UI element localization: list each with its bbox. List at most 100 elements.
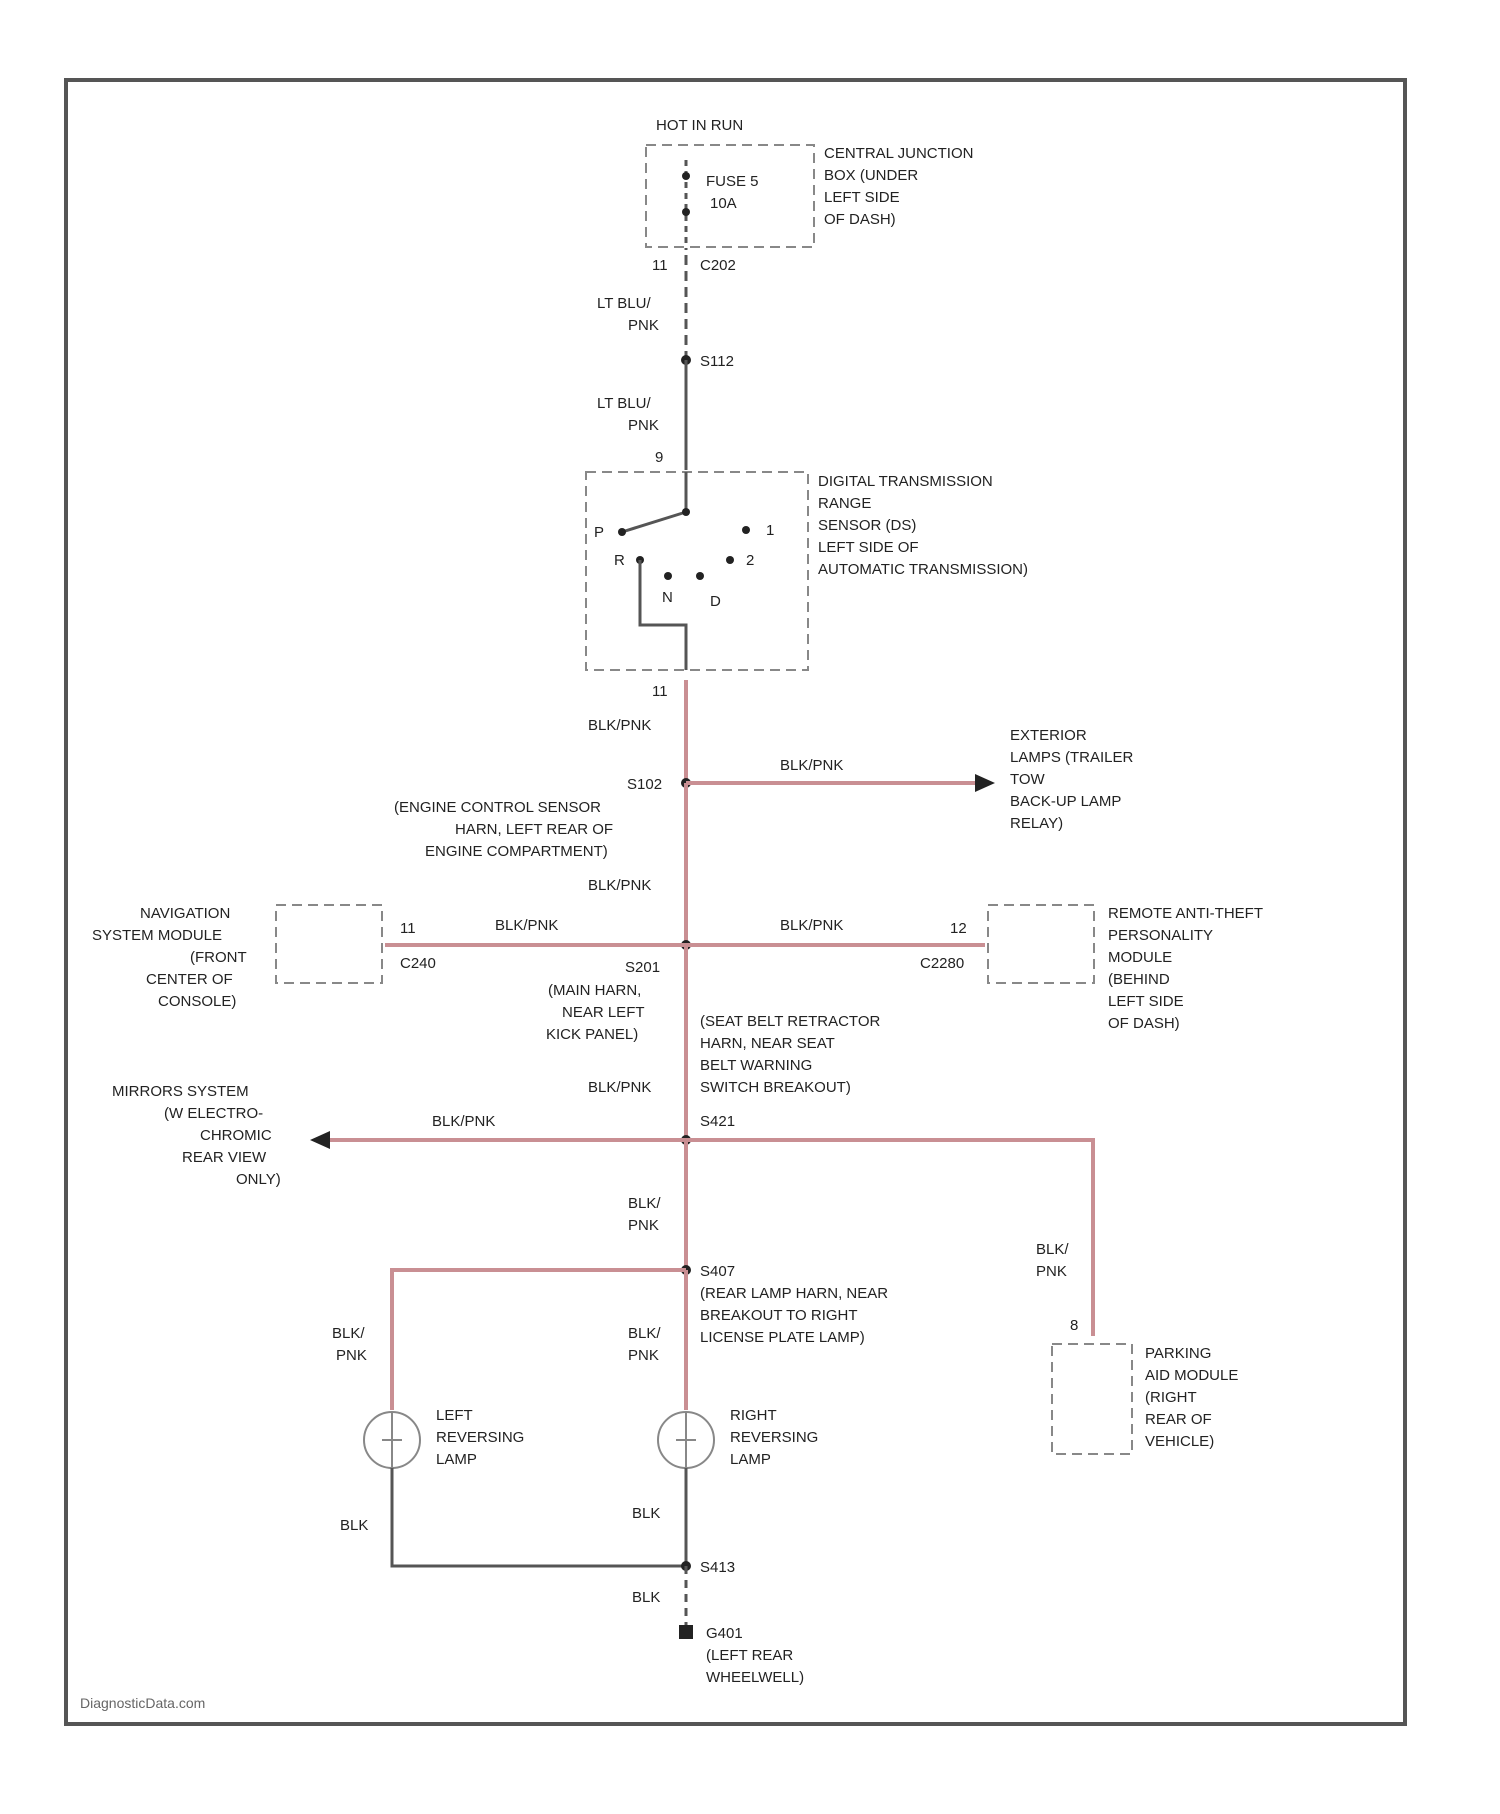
parking-label-2: AID MODULE (1145, 1367, 1238, 1384)
s102-note-1: (ENGINE CONTROL SENSOR (394, 799, 601, 816)
wire-blkpnk-ext: BLK/PNK (780, 757, 843, 774)
exterior-label-1: EXTERIOR (1010, 727, 1087, 744)
fuse-terminal-bottom (682, 208, 690, 216)
g401-label: G401 (706, 1625, 743, 1642)
diagram-frame (66, 80, 1405, 1724)
dtr-label-1: DIGITAL TRANSMISSION (818, 473, 993, 490)
mirrors-label-3: CHROMIC (200, 1127, 272, 1144)
dtr-pos-d: D (710, 593, 721, 610)
exterior-label-3: TOW (1010, 771, 1046, 788)
dtr-pos-p: P (594, 524, 604, 541)
s407-label: S407 (700, 1263, 735, 1280)
g401-note-1: (LEFT REAR (706, 1647, 793, 1664)
nav-module-box (276, 905, 382, 983)
c202-label: C202 (700, 257, 736, 274)
s201-note-2: NEAR LEFT (562, 1004, 645, 1021)
dtr-pos-2: 2 (746, 552, 754, 569)
s112-label: S112 (700, 353, 734, 370)
fuse-name: FUSE 5 (706, 173, 759, 190)
seatbelt-note-3: BELT WARNING (700, 1057, 812, 1074)
s201-note-1: (MAIN HARN, (548, 982, 641, 999)
dtr-r-path (640, 560, 686, 670)
exterior-label-4: BACK-UP LAMP (1010, 793, 1121, 810)
right-lamp-label-3: LAMP (730, 1451, 771, 1468)
rap-label-2: PERSONALITY (1108, 927, 1213, 944)
parking-aid-box (1052, 1344, 1132, 1454)
dtr-sensor-box (586, 472, 808, 670)
left-lamp-label-3: LAMP (436, 1451, 477, 1468)
s421-label: S421 (700, 1113, 735, 1130)
s407-note-1: (REAR LAMP HARN, NEAR (700, 1285, 888, 1302)
left-lamp-filament (382, 1412, 402, 1468)
s201-note-3: KICK PANEL) (546, 1026, 638, 1043)
wire-ltblu-1: LT BLU/ (597, 295, 651, 312)
rap-label-3: MODULE (1108, 949, 1172, 966)
nav-label-2: SYSTEM MODULE (92, 927, 222, 944)
dtr-contact-2 (726, 556, 734, 564)
parking-label-5: VEHICLE) (1145, 1433, 1214, 1450)
wire-blk-g401: BLK (632, 1589, 660, 1606)
hot-in-run-label: HOT IN RUN (656, 117, 743, 134)
wire-pnk-parking: PNK (1036, 1263, 1067, 1280)
nav-label-4: CENTER OF (146, 971, 233, 988)
s102-note-2: HARN, LEFT REAR OF (455, 821, 613, 838)
dtr-pin-in: 9 (655, 449, 663, 466)
nav-label-3: (FRONT (190, 949, 247, 966)
dtr-contact-d (696, 572, 704, 580)
rap-label-1: REMOTE ANTI-THEFT (1108, 905, 1263, 922)
seatbelt-note-4: SWITCH BREAKOUT) (700, 1079, 851, 1096)
watermark: DiagnosticData.com (80, 1695, 205, 1711)
exterior-label-5: RELAY) (1010, 815, 1063, 832)
wire-pnk-2: PNK (628, 417, 659, 434)
parking-label-1: PARKING (1145, 1345, 1211, 1362)
fuse-terminal-top (682, 172, 690, 180)
dtr-contact-p (618, 528, 626, 536)
mirrors-label-5: ONLY) (236, 1171, 281, 1188)
dtr-contact-n (664, 572, 672, 580)
wire-pnk-left: PNK (336, 1347, 367, 1364)
c202-pin: 11 (652, 257, 668, 274)
exterior-label-2: LAMPS (TRAILER (1010, 749, 1134, 766)
nav-label-5: CONSOLE) (158, 993, 236, 1010)
s102-label: S102 (627, 776, 662, 793)
s407-note-3: LICENSE PLATE LAMP) (700, 1329, 865, 1346)
c240-pin: 11 (400, 920, 416, 937)
mirrors-label-2: (W ELECTRO- (164, 1105, 263, 1122)
central-junction-label-4: OF DASH) (824, 211, 896, 228)
wire-blkpnk-1: BLK/PNK (588, 717, 651, 734)
right-lamp-label-2: REVERSING (730, 1429, 818, 1446)
s102-note-3: ENGINE COMPARTMENT) (425, 843, 608, 860)
mirrors-label-4: REAR VIEW (182, 1149, 267, 1166)
dtr-pos-n: N (662, 589, 673, 606)
rap-label-5: LEFT SIDE (1108, 993, 1184, 1010)
right-lamp-label-1: RIGHT (730, 1407, 777, 1424)
dtr-pos-r: R (614, 552, 625, 569)
wire-blk-parking: BLK/ (1036, 1241, 1069, 1258)
left-lamp-label-1: LEFT (436, 1407, 473, 1424)
dtr-label-4: LEFT SIDE OF (818, 539, 919, 556)
dtr-pos-1: 1 (766, 522, 774, 539)
fuse-rating: 10A (710, 195, 737, 212)
parking-label-4: REAR OF (1145, 1411, 1212, 1428)
wire-blk-left-ground: BLK (340, 1517, 368, 1534)
g401-note-2: WHEELWELL) (706, 1669, 804, 1686)
wire-pnk-trunk: PNK (628, 1217, 659, 1234)
g401-ground-icon (679, 1625, 693, 1639)
mirrors-label-1: MIRRORS SYSTEM (112, 1083, 249, 1100)
exterior-arrow (975, 774, 995, 792)
dtr-label-5: AUTOMATIC TRANSMISSION) (818, 561, 1028, 578)
wire-blkpnk-nav: BLK/PNK (495, 917, 558, 934)
nav-label-1: NAVIGATION (140, 905, 230, 922)
dtr-label-3: SENSOR (DS) (818, 517, 916, 534)
rap-module-box (988, 905, 1094, 983)
s413-label: S413 (700, 1559, 735, 1576)
central-junction-label-3: LEFT SIDE (824, 189, 900, 206)
wire-blk-left: BLK/ (332, 1325, 365, 1342)
rap-label-4: (BEHIND (1108, 971, 1170, 988)
dtr-switch-arm (622, 512, 686, 532)
dtr-pivot (682, 508, 690, 516)
parking-label-3: (RIGHT (1145, 1389, 1197, 1406)
seatbelt-note-2: HARN, NEAR SEAT (700, 1035, 835, 1052)
wire-blk-right-ground: BLK (632, 1505, 660, 1522)
